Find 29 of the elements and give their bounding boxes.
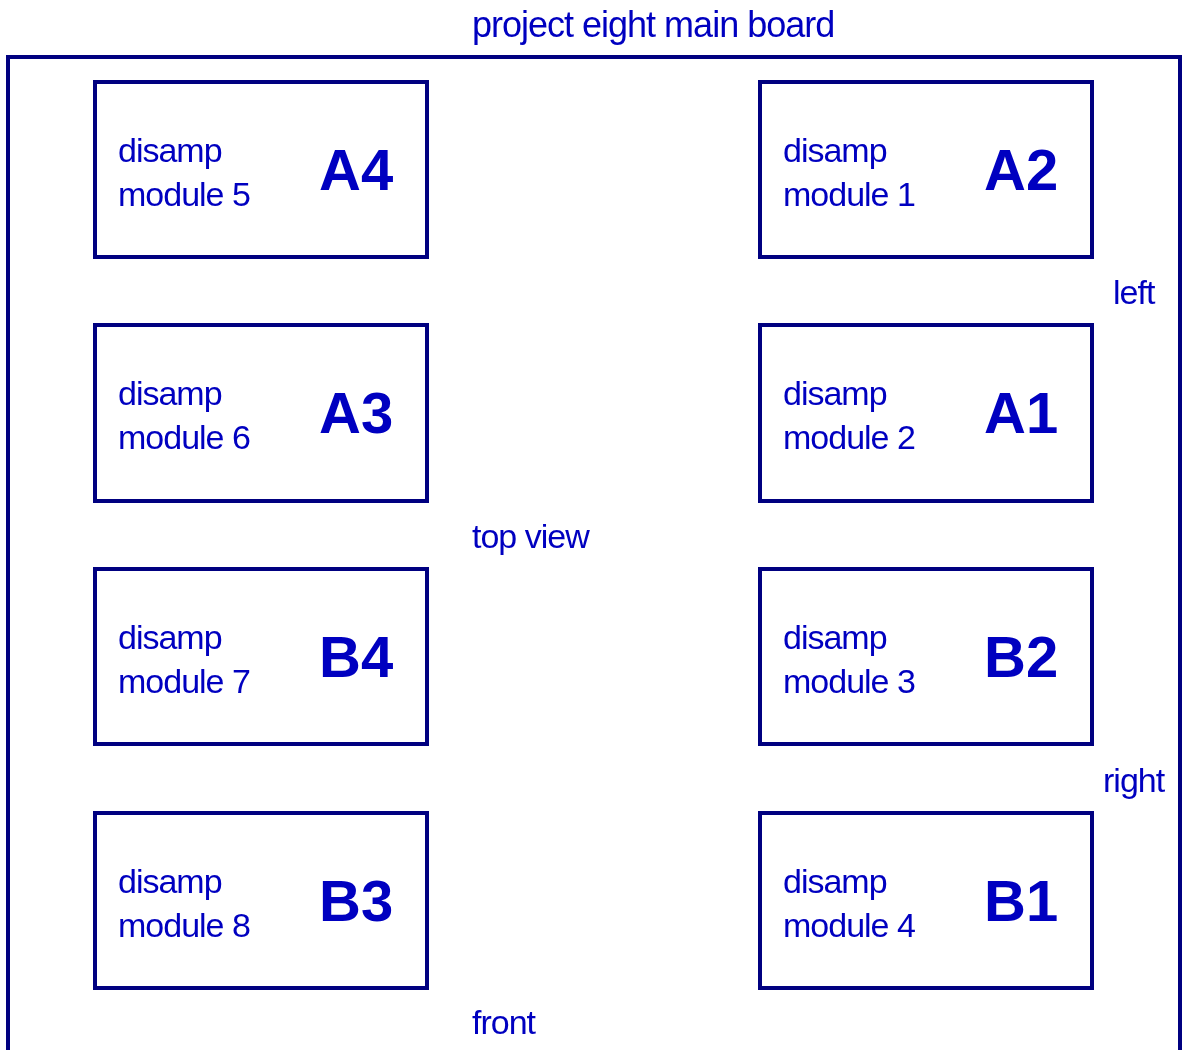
module-name: disamp module 8 [118, 861, 251, 946]
orientation-label: left [1113, 272, 1155, 312]
module-name: disamp module 4 [783, 861, 916, 946]
slot-code: B4 [319, 625, 394, 689]
module-box [93, 323, 429, 503]
module-box [758, 811, 1094, 990]
module-box [93, 811, 429, 990]
slot-code: A2 [984, 138, 1059, 202]
module-name: disamp module 3 [783, 617, 916, 702]
orientation-label: right [1103, 760, 1165, 800]
slot-code: A3 [319, 381, 394, 445]
module-name: disamp module 5 [118, 130, 251, 215]
orientation-label: front [472, 1002, 536, 1042]
module-box [93, 80, 429, 259]
slot-code: A4 [319, 138, 394, 202]
module-box [758, 80, 1094, 259]
module-name: disamp module 1 [783, 130, 916, 215]
slot-code: B1 [984, 869, 1059, 933]
module-box [758, 323, 1094, 503]
slot-code: B3 [319, 869, 394, 933]
module-name: disamp module 7 [118, 617, 251, 702]
module-name: disamp module 6 [118, 373, 251, 458]
module-box [93, 567, 429, 746]
slot-code: B2 [984, 625, 1059, 689]
orientation-label: top view [472, 516, 589, 556]
module-name: disamp module 2 [783, 373, 916, 458]
slot-code: A1 [984, 381, 1059, 445]
board-title: project eight main board [472, 5, 835, 45]
module-box [758, 567, 1094, 746]
